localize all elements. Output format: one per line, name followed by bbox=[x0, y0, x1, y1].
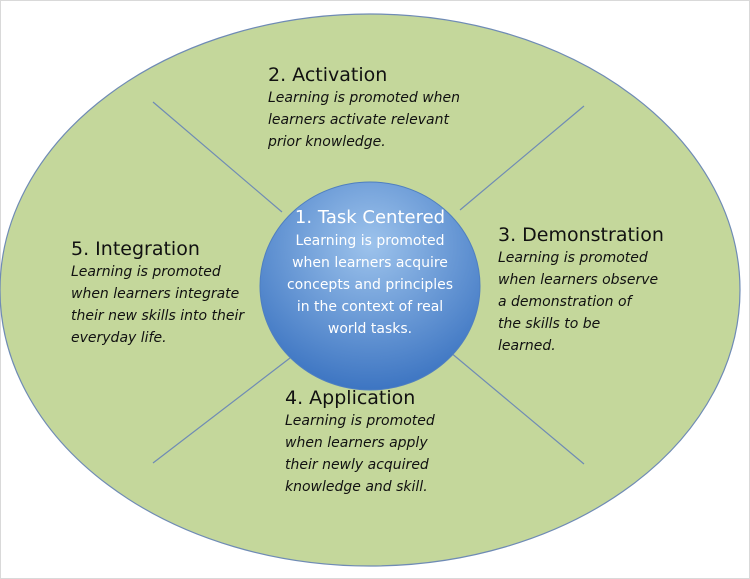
divider-upper-right bbox=[459, 105, 585, 211]
integration-title: 5. Integration bbox=[71, 238, 200, 260]
divider-lower-left bbox=[152, 357, 291, 464]
task-centered-title: 1. Task Centered bbox=[294, 207, 446, 228]
activation-block: 2. Activation Learning is promoted when … bbox=[268, 63, 508, 153]
divider-upper-left bbox=[152, 101, 283, 213]
integration-desc: Learning is promoted when learners integ… bbox=[71, 264, 245, 346]
demonstration-block: 3. Demonstration Learning is promoted wh… bbox=[498, 223, 698, 357]
application-title: 4. Application bbox=[285, 387, 416, 409]
center-circle bbox=[259, 181, 481, 391]
demonstration-title: 3. Demonstration bbox=[498, 224, 664, 246]
task-centered-block: 1. Task Centered Learning is promoted wh… bbox=[270, 206, 470, 340]
demonstration-desc: Learning is promoted when learners obser… bbox=[498, 250, 659, 354]
activation-desc: Learning is promoted when learners activ… bbox=[268, 90, 461, 150]
task-centered-desc: Learning is promoted when learners acqui… bbox=[286, 233, 454, 337]
divider-lower-right bbox=[449, 351, 585, 465]
activation-title: 2. Activation bbox=[268, 64, 388, 86]
application-block: 4. Application Learning is promoted when… bbox=[285, 386, 485, 498]
integration-block: 5. Integration Learning is promoted when… bbox=[71, 237, 271, 349]
application-desc: Learning is promoted when learners apply… bbox=[285, 413, 435, 495]
